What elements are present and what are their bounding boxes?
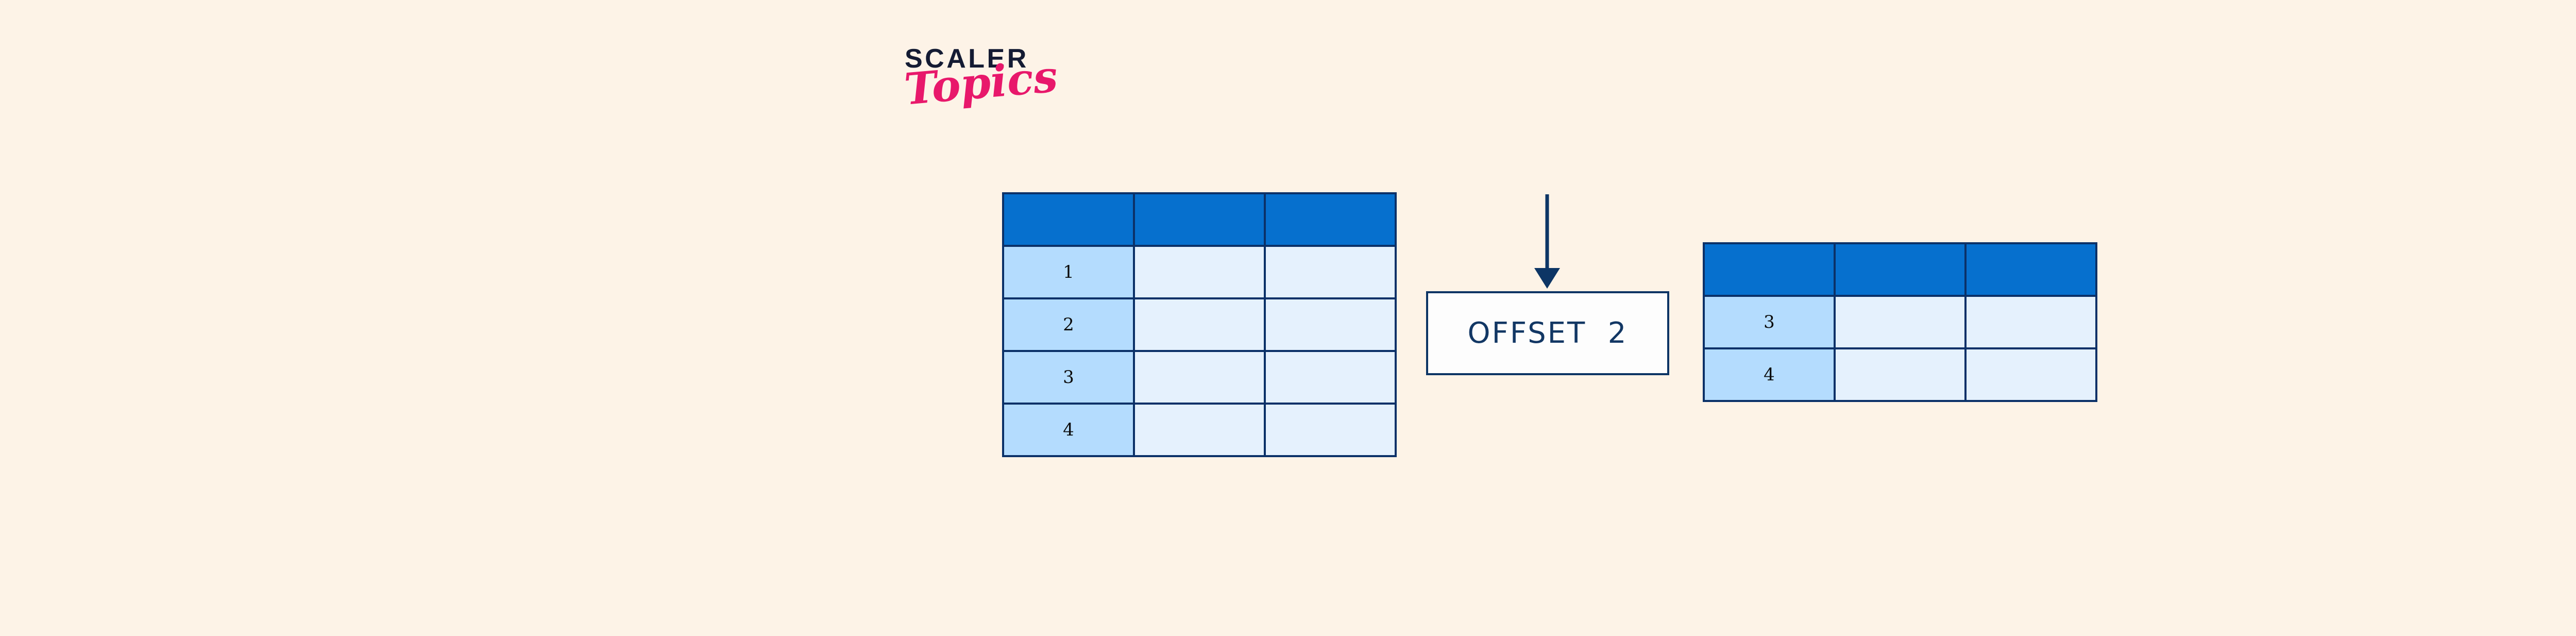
header-cell-col2 [1133,192,1266,247]
down-arrow-icon [1534,194,1560,289]
result-row-2-key: 4 [1703,347,1836,402]
source-row-3-key: 3 [1002,350,1135,405]
result-header-cell-col3 [1964,242,2097,297]
logo-topics-script: Topics [902,51,1060,115]
table-row: 3 [1703,295,2097,349]
source-row-2-cell-3 [1264,297,1397,352]
table-header-row [1703,242,2097,297]
result-row-1-key: 3 [1703,295,1836,349]
source-row-4-cell-2 [1133,403,1266,457]
source-row-1-cell-2 [1133,245,1266,299]
result-table: 3 4 [1703,242,2097,402]
result-header-cell-col1 [1703,242,1836,297]
source-table: 1 2 3 4 [1002,192,1397,457]
source-row-2-key: 2 [1002,297,1135,352]
result-row-1-cell-3 [1964,295,2097,349]
result-row-2-cell-3 [1964,347,2097,402]
result-row-1-cell-2 [1834,295,1967,349]
source-row-4-key: 4 [1002,403,1135,457]
offset-operation-box: OFFSET 2 [1426,291,1669,375]
scaler-topics-logo: SCALER Topics [902,44,1078,128]
table-row: 4 [1703,347,2097,402]
source-row-1-key: 1 [1002,245,1135,299]
source-row-3-cell-2 [1133,350,1266,405]
source-table-body: 1 2 3 4 [1002,192,1397,457]
table-row: 1 [1002,245,1397,299]
logo-scaler-wordmark: SCALER [905,44,1029,74]
header-cell-col1 [1002,192,1135,247]
result-header-cell-col2 [1834,242,1967,297]
table-row: 2 [1002,297,1397,352]
result-table-body: 3 4 [1703,242,2097,402]
source-row-1-cell-3 [1264,245,1397,299]
offset-operation-label: OFFSET 2 [1467,316,1628,350]
table-row: 4 [1002,403,1397,457]
header-cell-col3 [1264,192,1397,247]
result-row-2-cell-2 [1834,347,1967,402]
table-row: 3 [1002,350,1397,405]
table-header-row [1002,192,1397,247]
source-row-3-cell-3 [1264,350,1397,405]
source-row-2-cell-2 [1133,297,1266,352]
source-row-4-cell-3 [1264,403,1397,457]
